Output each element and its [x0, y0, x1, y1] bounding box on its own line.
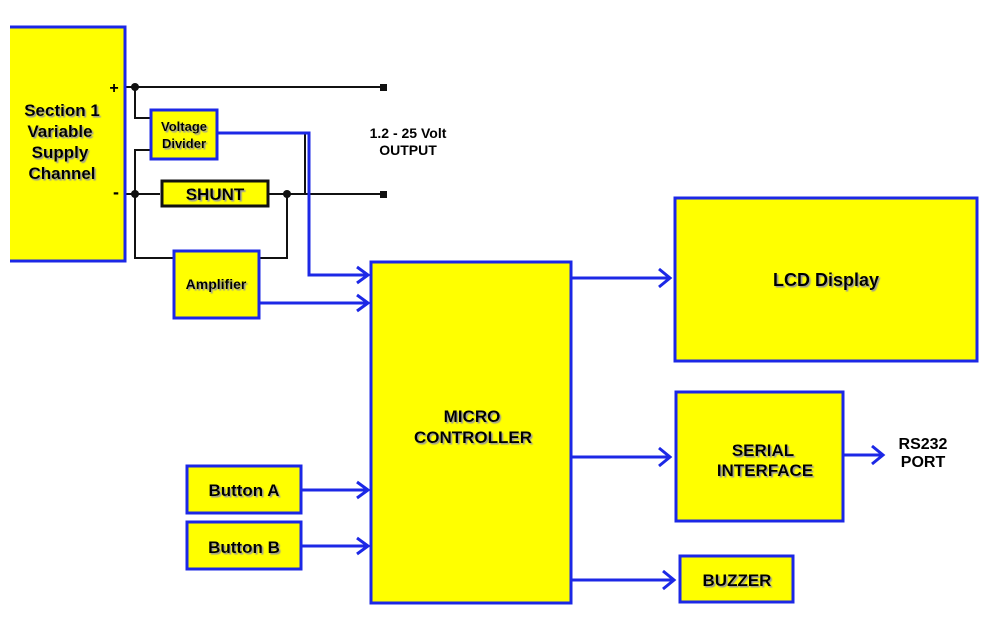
- arrowhead-icon: [356, 265, 371, 285]
- arrowhead-icon: [662, 569, 677, 591]
- button-b-label: Button B: [208, 538, 280, 557]
- signal-wiring: [217, 131, 886, 591]
- output-label-line2: OUTPUT: [379, 142, 437, 158]
- voltage-divider-block: Voltage Divider: [149, 108, 219, 161]
- button-a-block: Button A: [185, 464, 303, 515]
- rs232-label-line1: RS232: [899, 436, 948, 453]
- microcontroller-block: MICRO CONTROLLER: [369, 260, 573, 605]
- amp-input-low-wire: [134, 194, 174, 259]
- section1-box: [10, 25, 127, 263]
- button-a-label: Button A: [208, 481, 279, 500]
- amplifier-box: [172, 249, 261, 320]
- divider-to-micro-wire: [217, 131, 368, 277]
- section1-label-line4: Channel: [28, 164, 95, 183]
- amplifier-label: Amplifier: [186, 276, 247, 292]
- arrowhead-icon: [658, 446, 673, 468]
- microcontroller-label-line2: CONTROLLER: [414, 428, 532, 447]
- section1-label-line1: Section 1: [24, 101, 100, 120]
- arrowhead-icon: [356, 536, 371, 556]
- voltage-divider-label-line2: Divider: [162, 136, 206, 151]
- shunt-label: SHUNT: [186, 185, 245, 204]
- button-b-block: Button B: [185, 520, 303, 571]
- button-a-box: [185, 464, 303, 515]
- arrowhead-icon: [356, 293, 371, 313]
- amp-input-high-wire: [259, 194, 288, 259]
- section1-label-line2: Variable: [27, 122, 92, 141]
- arrowhead-icon: [871, 444, 886, 466]
- lcd-display-box: [673, 196, 979, 363]
- serial-interface-box: [674, 390, 845, 523]
- voltage-divider-label-line1: Voltage: [161, 119, 207, 134]
- shunt-box: [160, 179, 270, 208]
- negative-terminal: [380, 191, 387, 198]
- serial-interface-label-line2: INTERFACE: [717, 461, 813, 480]
- shunt-block: SHUNT: [160, 179, 270, 208]
- plus-terminal-label: +: [109, 80, 118, 97]
- arrowhead-icon: [356, 480, 371, 500]
- buzzer-block: BUZZER: [678, 554, 795, 604]
- serial-interface-label-line1: SERIAL: [732, 441, 794, 460]
- amplifier-block: Amplifier: [172, 249, 261, 320]
- lcd-display-block: LCD Display: [673, 196, 979, 363]
- divider-top-wire: [134, 87, 152, 119]
- minus-terminal-label: -: [113, 182, 119, 202]
- rs232-label: RS232 PORT: [899, 436, 948, 471]
- buzzer-box: [678, 554, 795, 604]
- buzzer-label: BUZZER: [703, 571, 772, 590]
- button-b-box: [185, 520, 303, 571]
- microcontroller-box: [369, 260, 573, 605]
- output-label-line1: 1.2 - 25 Volt: [370, 125, 447, 141]
- section1-label-line3: Supply: [32, 143, 89, 162]
- microcontroller-label-line1: MICRO: [444, 407, 501, 426]
- lcd-display-label: LCD Display: [773, 270, 879, 290]
- divider-low-wire: [134, 149, 152, 194]
- serial-interface-block: SERIAL INTERFACE: [674, 390, 845, 523]
- output-label: 1.2 - 25 Volt OUTPUT: [370, 125, 447, 158]
- positive-terminal: [380, 84, 387, 91]
- arrowhead-icon: [658, 267, 673, 289]
- rs232-label-line2: PORT: [901, 454, 946, 471]
- section1-block: Section 1 Variable Supply Channel + -: [10, 25, 127, 263]
- voltage-divider-box: [149, 108, 219, 161]
